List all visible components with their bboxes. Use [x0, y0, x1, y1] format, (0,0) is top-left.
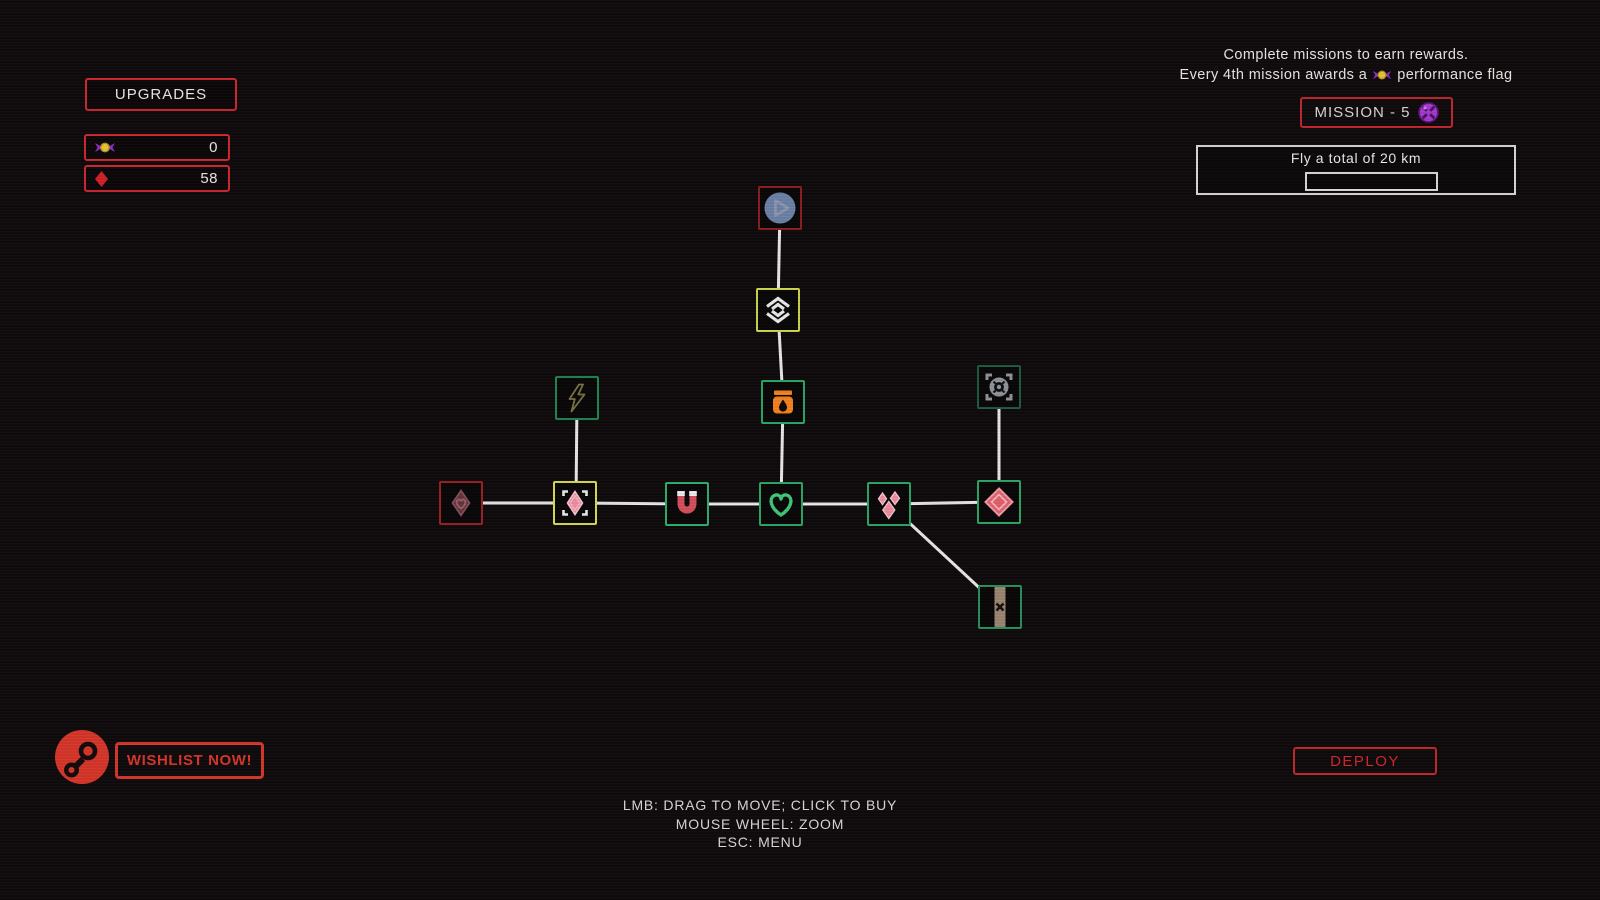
node-energy-bolt[interactable] [555, 376, 599, 420]
mission-button-label: MISSION - 5 [1314, 104, 1411, 121]
help-line-lmb: LMB: DRAG TO MOVE; CLICK TO BUY [622, 797, 898, 813]
diamond-icon [562, 490, 588, 516]
lightning-icon [568, 383, 586, 413]
flag-counter: 0 [84, 134, 230, 161]
mission-button[interactable]: MISSION - 5 [1300, 97, 1453, 128]
node-magnet[interactable] [665, 482, 709, 526]
three-diamonds-icon [877, 490, 901, 520]
performance-flag-icon [1373, 70, 1392, 80]
red-diamond-icon [95, 170, 108, 187]
node-targeting[interactable] [977, 365, 1021, 409]
node-gem-cluster[interactable] [867, 482, 911, 526]
mission-info-line2: Every 4th mission awards a performance f… [1180, 66, 1513, 86]
flag-count: 0 [209, 139, 218, 156]
mission-objective-panel: Fly a total of 20 km [1196, 145, 1516, 195]
heart-icon [769, 493, 793, 517]
mission-info-line2-prefix: Every 4th mission awards a [1179, 66, 1368, 83]
big-diamond-icon [984, 487, 1014, 517]
upgrades-title-label: UPGRADES [114, 86, 208, 103]
node-health-heart[interactable] [759, 482, 803, 526]
diamond-count: 58 [200, 170, 218, 187]
bandage-icon [994, 587, 1006, 627]
wishlist-button[interactable]: WISHLIST NOW! [115, 742, 264, 779]
diamond-heart-icon [451, 489, 471, 517]
node-bandage[interactable] [978, 585, 1022, 629]
node-start-run[interactable] [758, 186, 802, 230]
mission-info-text: Complete missions to earn rewards. Every… [1126, 46, 1566, 85]
jar-icon [773, 390, 793, 414]
magnet-icon [677, 491, 697, 514]
mission-progress-bar [1305, 172, 1438, 191]
wishlist-button-label: WISHLIST NOW! [126, 752, 253, 769]
steam-logo-icon [64, 741, 98, 778]
node-gem-selected[interactable] [553, 481, 597, 525]
play-icon [764, 192, 796, 224]
mission-info-line2-suffix: performance flag [1397, 66, 1513, 83]
deploy-button-label: DEPLOY [1330, 752, 1400, 770]
purple-orb-icon [1417, 102, 1439, 123]
node-big-gem[interactable] [977, 480, 1021, 524]
node-fuel-jar[interactable] [761, 380, 805, 424]
steam-logo[interactable] [55, 730, 109, 784]
upgrades-title: UPGRADES [85, 78, 237, 111]
help-line-esc: ESC: MENU [717, 834, 803, 850]
deploy-button[interactable]: DEPLOY [1293, 747, 1437, 775]
mission-objective-text: Fly a total of 20 km [1290, 150, 1422, 166]
diamond-counter: 58 [84, 165, 230, 192]
help-line-wheel: MOUSE WHEEL: ZOOM [675, 815, 845, 832]
crosshair-icon [985, 373, 1013, 401]
mission-info-line1: Complete missions to earn rewards. [1223, 47, 1469, 63]
node-double-chevron[interactable] [756, 288, 800, 332]
performance-flag-icon [95, 142, 115, 153]
double-chevron-icon [766, 296, 790, 324]
node-gem-heart[interactable] [439, 481, 483, 525]
controls-help-text: LMB: DRAG TO MOVE; CLICK TO BUY MOUSE WH… [480, 796, 1040, 852]
